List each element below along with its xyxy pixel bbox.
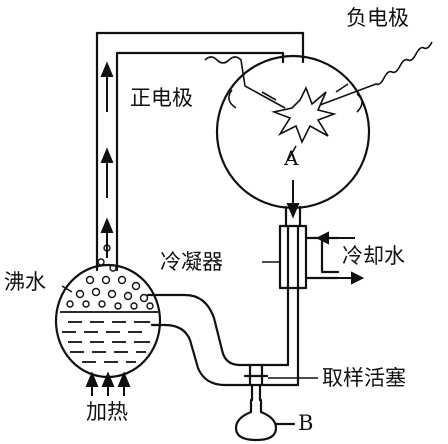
right-return-tube [286,286,300,387]
negative-electrode-label: 负电极 [346,6,409,30]
upflow-arrows [100,61,114,258]
boiling-water-label: 沸水 [4,270,46,294]
water-surface-lines [60,311,158,363]
sampling-stopcock-label: 取样活塞 [322,366,406,390]
cooling-water-label: 冷却水 [342,244,405,268]
cooling-water-arrows [315,231,365,285]
heating-arrows [85,371,131,396]
flask-b-label: B [298,411,314,435]
boiling-bubbles [66,244,154,310]
spark-icon [261,83,349,161]
bottom-tube [146,293,290,367]
flask-a-neck [284,205,302,227]
electrode-wires [204,41,433,113]
left-vertical-tube [95,31,305,272]
boiling-flask [54,263,162,379]
leader-lines [61,261,318,379]
downflow-arrow [286,180,300,219]
positive-electrode-label: 正电极 [130,86,193,110]
negative-electrode-wire [311,41,433,109]
cooling-pipes [304,236,340,280]
positive-electrode-wire [204,56,286,109]
heating-label: 加热 [86,400,128,424]
flask-a-label: A [284,146,299,170]
condenser-label: 冷凝器 [160,250,223,274]
collection-flask-b [234,398,278,442]
condenser-jacket [278,224,308,290]
